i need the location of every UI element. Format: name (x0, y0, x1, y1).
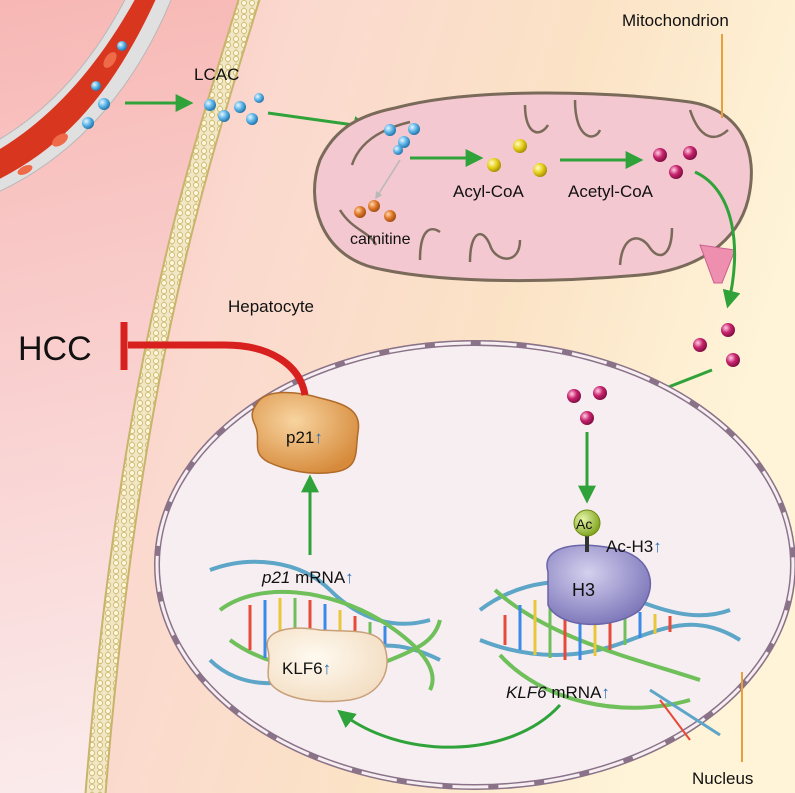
p21-protein (251, 391, 360, 475)
acyl-coa-molecules (487, 139, 547, 177)
p21-label: p21↑ (286, 428, 323, 447)
blood-vessel (0, 0, 172, 192)
nucleus-label: Nucleus (692, 769, 753, 788)
klf6-label: KLF6↑ (282, 659, 331, 678)
hepatocyte-label: Hepatocyte (228, 297, 314, 316)
acetyl-group (573, 509, 601, 537)
lcac-label: LCAC (194, 65, 239, 84)
klf6-mrna-label: KLF6 mRNA↑ (506, 683, 610, 702)
nuclear-acetyl-coa (567, 386, 607, 425)
arrow-acetyl-coa-out (694, 170, 741, 309)
acetyl-coa-label: Acetyl-CoA (568, 182, 654, 201)
mito-lcac-molecules (384, 123, 420, 155)
mito-transporter (699, 244, 736, 284)
h3-label: H3 (572, 580, 595, 600)
hcc-label: HCC (18, 330, 92, 368)
carnitine-label: carnitine (350, 231, 411, 248)
lcac-molecules (204, 93, 264, 125)
ac-h3-label: Ac-H3↑ (606, 537, 662, 556)
arrow-to-carnitine (375, 159, 401, 200)
histone-h3 (546, 544, 651, 626)
acyl-coa-label: Acyl-CoA (453, 182, 525, 201)
arrow-klf6-to-p21-gene (337, 703, 562, 749)
ac-label: Ac (576, 516, 592, 532)
dna-left (208, 559, 442, 691)
cytosolic-acetyl-coa (693, 323, 740, 367)
carnitine-molecules (354, 200, 396, 222)
mitochondrion-label: Mitochondrion (622, 11, 729, 30)
cell-membrane (86, 0, 259, 793)
mitochondrion (313, 91, 753, 283)
klf6-protein (266, 627, 388, 703)
acetyl-coa-molecules (653, 146, 697, 179)
p21-mrna-label: p21 mRNA↑ (261, 568, 354, 587)
inhibition-line (128, 341, 309, 396)
